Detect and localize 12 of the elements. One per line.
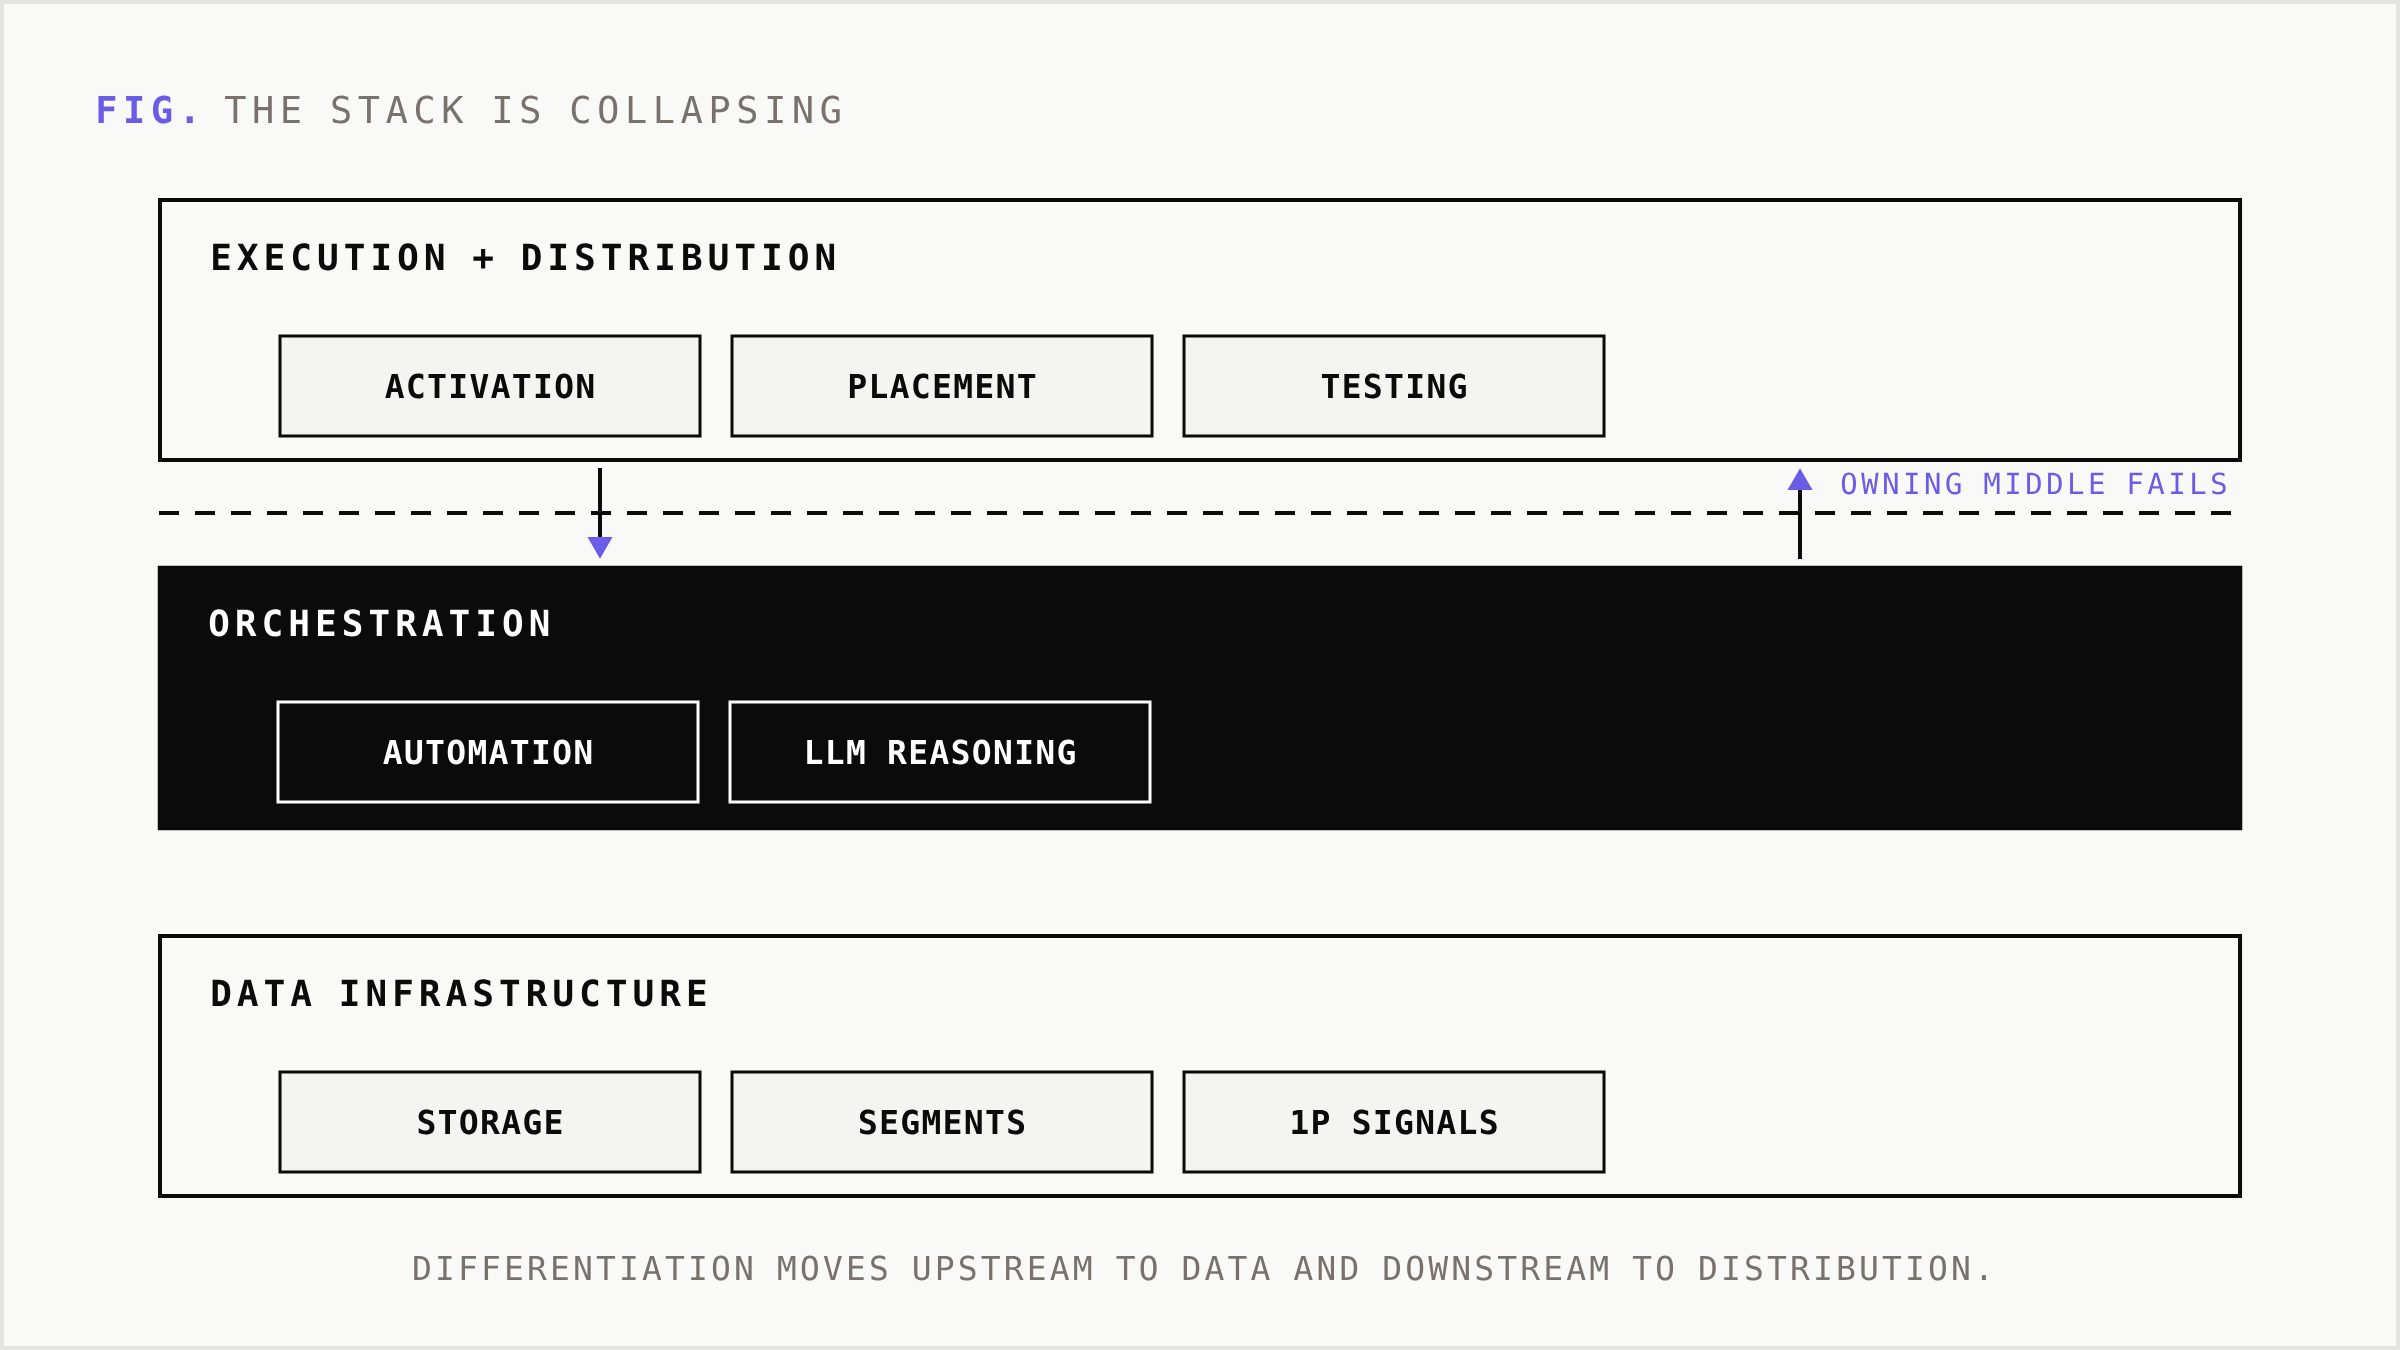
component-box: LLM REASONING [728,700,1152,804]
component-box: PLACEMENT [730,334,1154,438]
annotation: OWNING MIDDLE FAILS [1841,472,2226,495]
component-box: SEGMENTS [730,1070,1154,1174]
component-box: ACTIVATION [278,334,702,438]
component-box: STORAGE [278,1070,702,1174]
component-box: 1P SIGNALS [1182,1070,1606,1174]
figure-tag: FIG. [98,95,193,124]
title: THE STACK IS COLLAPSING [225,95,840,124]
component-box: TESTING [1182,334,1606,438]
component-box: AUTOMATION [276,700,700,804]
caption: DIFFERENTIATION MOVES UPSTREAM TO DATA AND DOWNSTREAM TO DISTRIBUTION. [414,1255,1986,1281]
